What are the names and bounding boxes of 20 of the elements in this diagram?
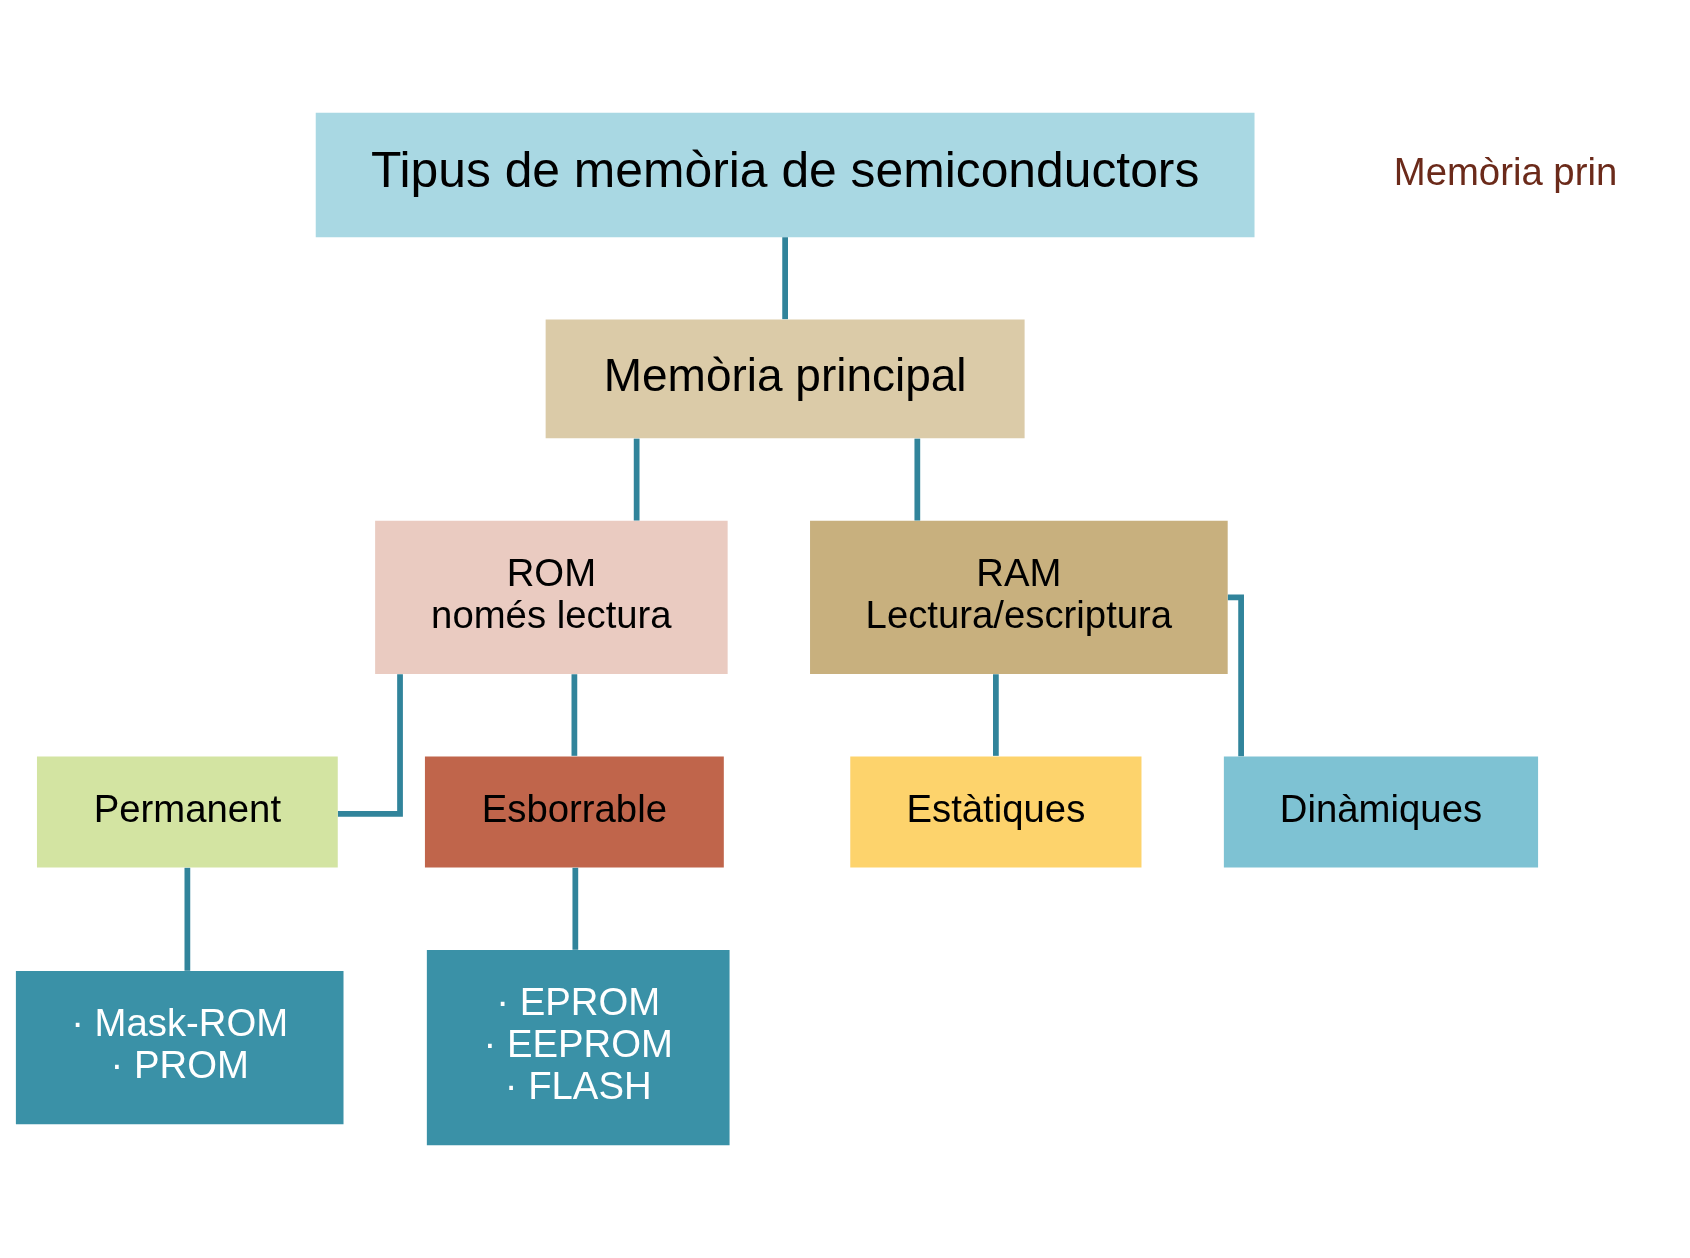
node-box: Estàtiques xyxy=(850,756,1142,868)
connector xyxy=(337,674,403,817)
connector xyxy=(914,438,921,521)
node-box: Permanent xyxy=(36,756,338,868)
node-box: RAM Lectura/escriptura xyxy=(810,520,1228,674)
connector xyxy=(184,867,191,971)
connector xyxy=(571,674,578,756)
connector xyxy=(782,237,788,320)
label: Memòria prin xyxy=(1393,149,1618,193)
node-box: · EPROM · EEPROM · FLASH xyxy=(426,949,730,1146)
node-box: Esborrable xyxy=(424,756,724,868)
connector xyxy=(633,438,640,521)
node-box: Dinàmiques xyxy=(1223,756,1539,868)
node-box: Memòria principal xyxy=(545,319,1025,439)
node-box: ROM només lectura xyxy=(375,520,728,674)
node-box: Tipus de memòria de semiconductors xyxy=(315,112,1255,238)
node-box: · Mask-ROM · PROM xyxy=(15,971,344,1125)
connector xyxy=(572,867,579,950)
connector xyxy=(1227,594,1244,757)
connector xyxy=(993,674,999,756)
